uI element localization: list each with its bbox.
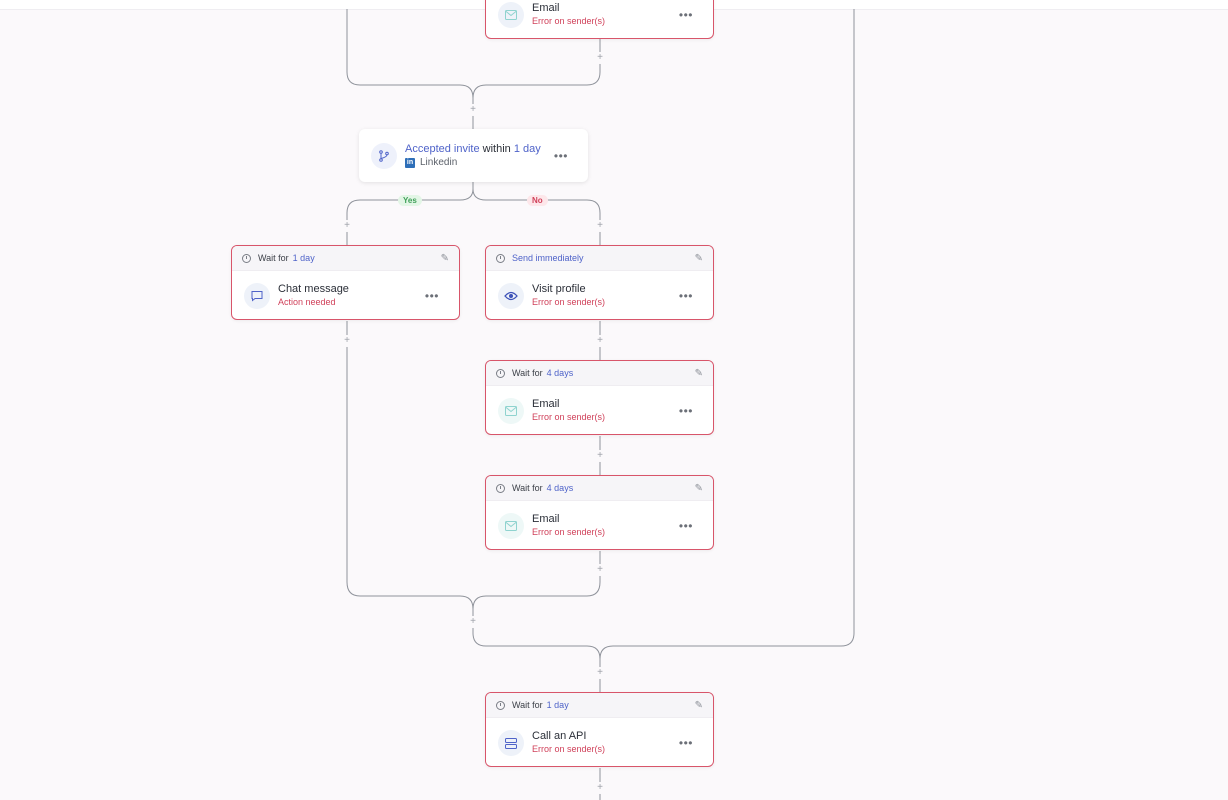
step-title: Email <box>532 513 560 525</box>
linkedin-icon: in <box>405 157 415 168</box>
edit-delay-button[interactable]: ✎ <box>440 252 449 264</box>
step-card-email[interactable]: Wait for 4 days ✎ Email Error on sender(… <box>485 360 714 435</box>
step-title: Visit profile <box>532 283 586 295</box>
delay-value[interactable]: 4 days <box>546 368 574 378</box>
step-delay-header: Wait for 4 days ✎ <box>486 476 713 501</box>
delay-value[interactable]: 1 day <box>292 253 315 263</box>
more-options-button[interactable]: ••• <box>424 289 439 303</box>
more-options-button[interactable]: ••• <box>678 289 693 303</box>
email-icon <box>498 2 524 28</box>
condition-event: Accepted invite <box>405 142 480 155</box>
condition-channel: Linkedin <box>420 156 458 168</box>
add-step-button[interactable]: + <box>594 220 606 232</box>
email-icon <box>498 398 524 424</box>
step-title: Chat message <box>278 283 349 295</box>
step-delay-header: Wait for 1 day ✎ <box>232 246 459 271</box>
condition-duration: 1 day <box>513 142 541 155</box>
step-card-chat-message[interactable]: Wait for 1 day ✎ Chat message Action nee… <box>231 245 460 320</box>
add-step-button[interactable]: + <box>594 667 606 679</box>
edit-delay-button[interactable]: ✎ <box>694 367 703 379</box>
step-status: Error on sender(s) <box>532 527 606 537</box>
clock-icon <box>496 700 505 710</box>
branch-icon <box>371 142 397 169</box>
step-status: Error on sender(s) <box>532 16 606 26</box>
step-card-email[interactable]: Wait for 4 days ✎ Email Error on sender(… <box>485 475 714 550</box>
delay-prefix: Wait for <box>258 253 289 263</box>
delay-prefix: Wait for <box>512 368 543 378</box>
delay-value[interactable]: Send immediately <box>512 253 584 263</box>
clock-icon <box>242 253 251 263</box>
add-step-button[interactable]: + <box>341 220 353 232</box>
step-status: Error on sender(s) <box>532 297 606 307</box>
more-options-button[interactable]: ••• <box>678 736 693 750</box>
clock-icon <box>496 483 505 493</box>
step-status: Error on sender(s) <box>532 744 606 754</box>
condition-rule: Accepted invite within 1 day <box>405 142 554 156</box>
edit-delay-button[interactable]: ✎ <box>694 252 703 264</box>
step-delay-header: Wait for 1 day ✎ <box>486 693 713 718</box>
step-title: Email <box>532 398 560 410</box>
step-card-visit-profile[interactable]: Send immediately ✎ Visit profile Error o… <box>485 245 714 320</box>
edit-delay-button[interactable]: ✎ <box>694 482 703 494</box>
condition-within: within <box>482 142 511 155</box>
more-options-button[interactable]: ••• <box>678 8 693 22</box>
step-title: Call an API <box>532 730 587 742</box>
condition-card[interactable]: Accepted invite within 1 day in Linkedin… <box>359 129 588 182</box>
more-options-button[interactable]: ••• <box>678 404 693 418</box>
step-card-email-top[interactable]: Email Error on sender(s) ••• <box>485 0 714 39</box>
add-step-button[interactable]: + <box>594 335 606 347</box>
email-icon <box>498 513 524 539</box>
step-delay-header: Wait for 4 days ✎ <box>486 361 713 386</box>
delay-prefix: Wait for <box>512 700 543 710</box>
add-step-button[interactable]: + <box>467 616 479 628</box>
clock-icon <box>496 253 505 263</box>
delay-value[interactable]: 1 day <box>546 700 569 710</box>
add-step-button[interactable]: + <box>594 564 606 576</box>
branch-no-label: No <box>527 195 548 206</box>
delay-prefix: Wait for <box>512 483 543 493</box>
add-step-button[interactable]: + <box>467 104 479 116</box>
api-icon <box>498 730 524 756</box>
clock-icon <box>496 368 505 378</box>
add-step-button[interactable]: + <box>594 782 606 794</box>
add-step-button[interactable]: + <box>594 52 606 64</box>
branch-yes-label: Yes <box>398 195 422 206</box>
chat-icon <box>244 283 270 309</box>
step-status: Error on sender(s) <box>532 412 606 422</box>
delay-value[interactable]: 4 days <box>546 483 574 493</box>
more-options-button[interactable]: ••• <box>678 519 693 533</box>
step-card-call-api[interactable]: Wait for 1 day ✎ Call an API Error on se… <box>485 692 714 767</box>
step-status: Action needed <box>278 297 336 307</box>
eye-icon <box>498 283 524 309</box>
step-title: Email <box>532 2 560 14</box>
step-delay-header: Send immediately ✎ <box>486 246 713 271</box>
edit-delay-button[interactable]: ✎ <box>694 699 703 711</box>
add-step-button[interactable]: + <box>341 335 353 347</box>
add-step-button[interactable]: + <box>594 450 606 462</box>
more-options-button[interactable]: ••• <box>553 148 568 163</box>
